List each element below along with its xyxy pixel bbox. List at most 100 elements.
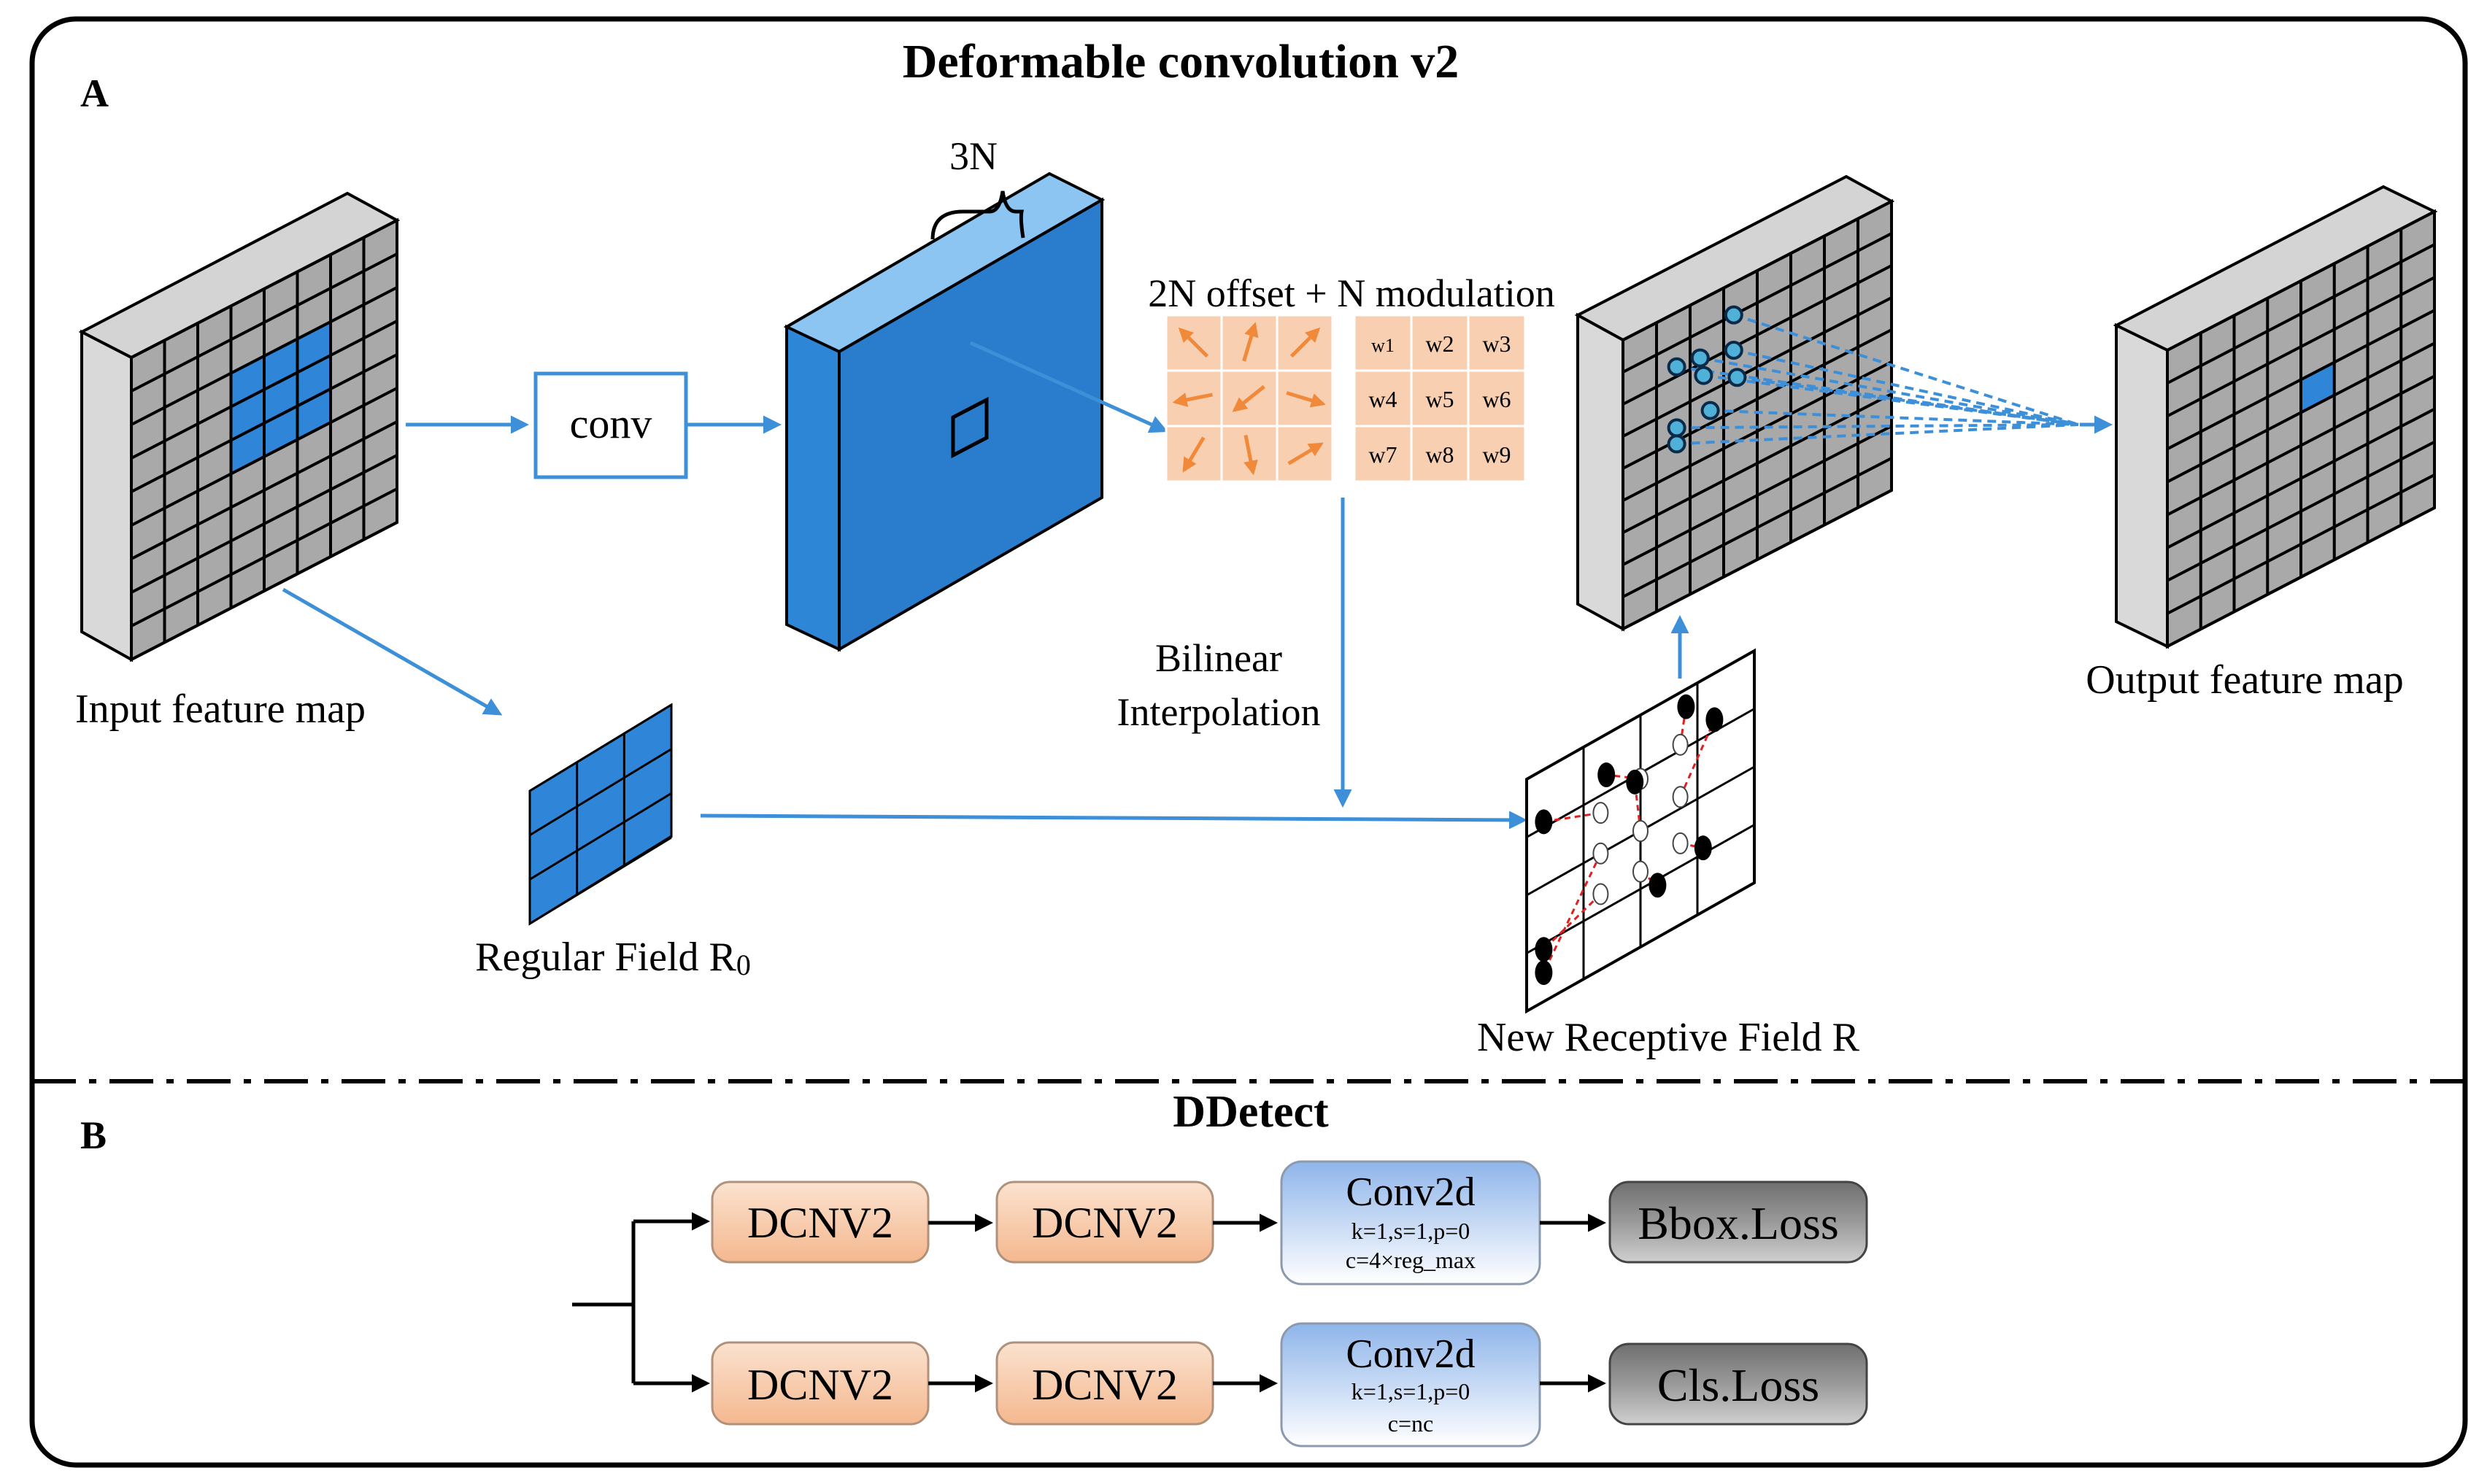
input-map-grid-line [131,353,398,493]
sampled-point-dot [1724,305,1743,325]
sampled-map-grid-line [1622,296,1892,438]
weight-label: w3 [1482,331,1511,357]
weight-label: w7 [1368,441,1397,468]
input-map-highlight-cell [231,356,264,407]
output-map-grid-line [2167,309,2435,451]
sampled-map-grid-line [1622,425,1892,566]
offset-arrow-icon [1244,435,1258,476]
output-map-grid-line [2167,441,2435,582]
weight-label: w9 [1482,441,1511,468]
offset-sample-point [1649,873,1667,898]
offset-sample-point [1677,694,1695,719]
offset-vector-arrow [1679,718,1716,797]
new-field-grid-line [1526,824,1755,954]
panel-a-letter: A [80,72,109,115]
regular-sample-point [1672,832,1689,854]
cls-loss-box [1608,1342,1868,1426]
arrow-regular-to-new-field [700,811,1527,830]
weights-grid-bg [1354,315,1525,482]
cls-branch: DCNV2 DCNV2 Conv2d k=1,s=1,p=0 c=nc Cls.… [711,1322,1868,1448]
offset-sample-point [1535,937,1553,962]
regular-field-grid-line [529,748,672,836]
input-map-grid-line [131,454,398,594]
input-map-highlight-cell [264,372,298,423]
offset-vector-arrow [1543,853,1602,975]
bilinear-label-line1: Bilinear [1155,636,1282,680]
regular-field [528,703,673,926]
offset-vector-arrow [1542,893,1602,951]
regular-field-grid-line [529,703,672,792]
output-map-grid-line [2167,474,2435,615]
regular-sample-point [1632,860,1649,883]
output-map-grid-line [2167,407,2435,549]
sampling-dashed-line [1676,423,2079,446]
sampled-map-grid-line [1622,200,1892,341]
weight-label: w5 [1425,386,1454,412]
output-feature-map [2113,185,2438,649]
block-kernel-window [951,396,989,459]
bbox-branch: DCNV2 DCNV2 Conv2d k=1,s=1,p=0 c=4×reg_m… [711,1160,1868,1286]
input-map-highlight-cell [297,389,331,440]
input-map-grid-line [131,487,398,627]
sampling-dashed-line [1676,423,2079,430]
input-feature-map-label: Input feature map [75,687,366,732]
input-feature-map [78,191,401,662]
sampled-map-grid-line [1622,264,1892,406]
sampling-dashed-line [1700,356,2079,426]
output-map-grid-line [2167,276,2435,417]
offset-arrow-icon [1182,436,1206,473]
input-map-grid-line [131,521,398,661]
sampling-dashed-line [1710,409,2079,426]
offset-sample-point [1626,769,1644,795]
regular-sample-point [1672,733,1689,756]
cls-loss-label: Cls.Loss [1657,1359,1819,1411]
input-map-grid-line [131,320,398,460]
output-map-grid-line [2167,374,2435,517]
arrow-input-to-regular-field [282,587,503,716]
offset-arrow-icon [1232,384,1265,412]
offset-arrow-icon [1178,327,1209,358]
sampled-map-grid-line [1622,489,1892,630]
output-map-highlight-cell [2301,362,2334,413]
cls-conv2d-channels: c=nc [1388,1410,1433,1437]
regular-sample-point [1592,842,1609,865]
sampled-point-dot [1690,348,1710,368]
new-field-grid-line [1526,881,1755,1013]
input-map-grid-line [131,387,398,527]
sampled-point-dot [1727,368,1747,387]
offset-arrow-icon [1286,391,1326,408]
sampled-point-dot [1694,366,1713,385]
offset-sample-point [1597,762,1616,788]
input-map-grid-line [131,286,398,426]
sampling-dashed-line [1733,349,2079,426]
bbox-conv2d-title: Conv2d [1346,1170,1475,1215]
conv-box [533,371,688,479]
cls-conv2d-params: k=1,s=1,p=0 [1352,1378,1470,1404]
sampled-map-grid-line [1622,457,1892,598]
sampling-dashed-line [1733,313,2079,426]
ddetect-branch-connector [572,1212,710,1393]
arrow-block-to-offsets [969,341,1168,433]
bbox-dcnv2-2-label: DCNV2 [1032,1199,1178,1247]
bilinear-label-line2: Interpolation [1117,690,1321,734]
regular-field-grid-line [529,792,672,881]
offset-arrow-icon [1242,322,1259,362]
output-map-side [2115,322,2169,649]
bbox-dcnv2-1-label: DCNV2 [747,1199,893,1247]
sampled-map-side [1576,312,1624,632]
output-map-grid-line [2167,210,2435,352]
output-feature-map-label: Output feature map [2086,657,2403,703]
panel-b-title: DDetect [1173,1087,1329,1137]
block-side [785,324,841,652]
weight-label: w4 [1368,386,1397,412]
input-map-highlight-cell [264,406,298,457]
new-receptive-field [1525,648,1756,1014]
cls-dcnv2-2-label: DCNV2 [1032,1361,1178,1409]
regular-field-label-main: Regular Field R [475,935,736,980]
weight-label: w6 [1482,386,1511,412]
input-map-grid-line [131,252,398,393]
regular-sample-point [1632,820,1649,842]
sampled-feature-map [1574,174,2079,632]
offset-modulation-label: 2N offset + N modulation [1148,271,1554,315]
